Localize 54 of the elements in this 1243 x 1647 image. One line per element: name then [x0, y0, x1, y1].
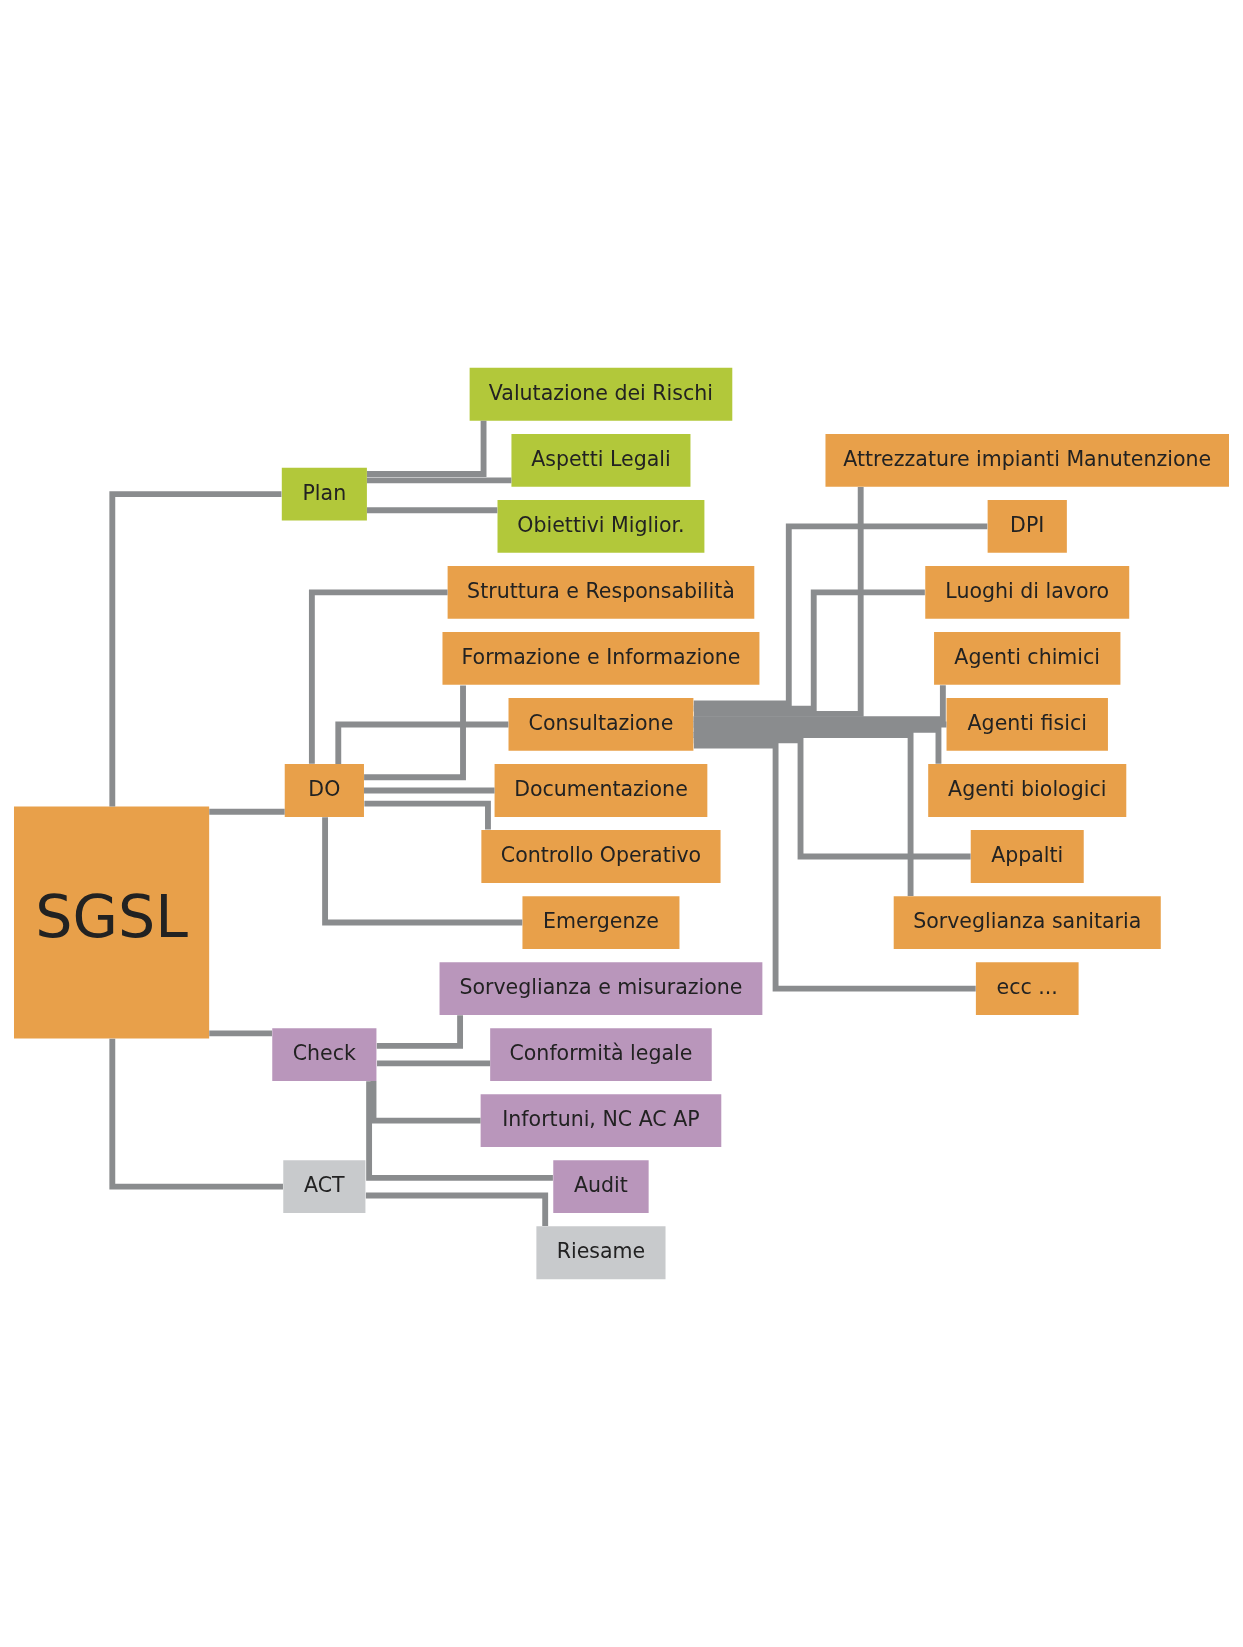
connector [377, 1060, 491, 1067]
connector [308, 589, 448, 764]
node-box: Sorveglianza sanitaria [893, 896, 1161, 949]
node-box: DPI [987, 499, 1067, 553]
node-box: Appalti [970, 830, 1084, 883]
node-box: Agenti biologici [928, 764, 1127, 817]
node-box: ACT [283, 1160, 366, 1214]
connector [366, 477, 512, 484]
connector [109, 1038, 283, 1190]
node-box: Agenti fisici [946, 698, 1108, 751]
connector [209, 808, 285, 815]
node-box: Audit [553, 1160, 649, 1214]
connector [370, 1081, 481, 1124]
connector [364, 800, 491, 830]
connector [693, 742, 976, 992]
node-box: Riesame [536, 1226, 666, 1280]
node-box: Infortuni, NC AC AP [480, 1094, 722, 1148]
connector [693, 685, 946, 723]
node-box: Emergenze [522, 896, 680, 949]
node-box: Attrezzature impianti Manutenzione [825, 433, 1229, 487]
node-box: Check [272, 1028, 377, 1082]
connector [694, 487, 864, 717]
node-box: Conformità legale [490, 1028, 712, 1082]
connector [693, 726, 942, 764]
connector [366, 1081, 553, 1181]
connector [322, 817, 523, 926]
connector [209, 1030, 272, 1037]
connector [366, 507, 498, 514]
connector [693, 732, 914, 897]
node-box: Struttura e Responsabilità [447, 565, 755, 619]
node-box: Plan [281, 467, 367, 521]
connector [335, 721, 509, 764]
connector [109, 491, 282, 807]
connector [693, 589, 925, 712]
node-box: DO [284, 764, 364, 817]
node-box: ecc ... [975, 962, 1079, 1015]
connector [693, 737, 971, 860]
connector [365, 1192, 549, 1227]
node-box: Valutazione dei Rischi [469, 367, 733, 421]
node-box: Controllo Operativo [481, 830, 721, 883]
node-box: Consultazione [508, 698, 694, 751]
node-box: Aspetti Legali [511, 433, 691, 487]
node-box: Sorveglianza e misurazione [439, 962, 763, 1015]
connector [693, 523, 988, 707]
node-box: Luoghi di lavoro [925, 565, 1130, 619]
connector [364, 685, 466, 781]
node-box: Documentazione [494, 764, 708, 817]
connector [367, 420, 487, 477]
connector [693, 721, 947, 728]
node-box: Agenti chimici [934, 632, 1121, 685]
node-box: Obiettivi Miglior. [497, 499, 705, 553]
node-box: SGSL [14, 806, 210, 1039]
connector [364, 787, 495, 794]
node-box: Formazione e Informazione [442, 632, 760, 685]
